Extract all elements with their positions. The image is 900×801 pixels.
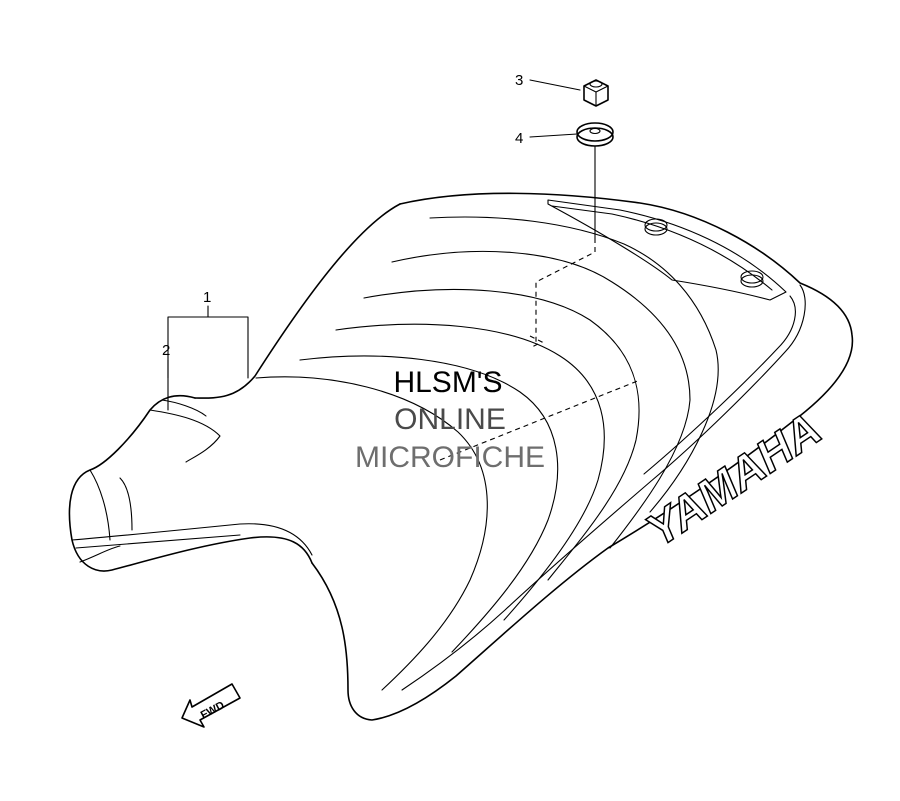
watermark-line-1: HLSM'S xyxy=(393,366,502,399)
watermark-line-3: MICROFICHE xyxy=(355,441,545,474)
callout-3: 3 xyxy=(515,72,523,89)
fwd-label: FWD xyxy=(199,699,227,721)
hidden-stud-line xyxy=(529,238,596,349)
watermark-line-2: ONLINE xyxy=(394,403,506,436)
callout-4: 4 xyxy=(515,130,523,147)
callout-1: 1 xyxy=(203,289,211,306)
callout-2: 2 xyxy=(162,342,170,359)
washer-part-4 xyxy=(576,122,614,147)
callout-leaders xyxy=(167,79,581,411)
yamaha-logo-text: YAMAHA xyxy=(637,402,831,556)
seat-assembly xyxy=(68,192,854,721)
fwd-arrow-icon: FWD xyxy=(181,683,241,728)
nut-part-3 xyxy=(583,79,609,107)
